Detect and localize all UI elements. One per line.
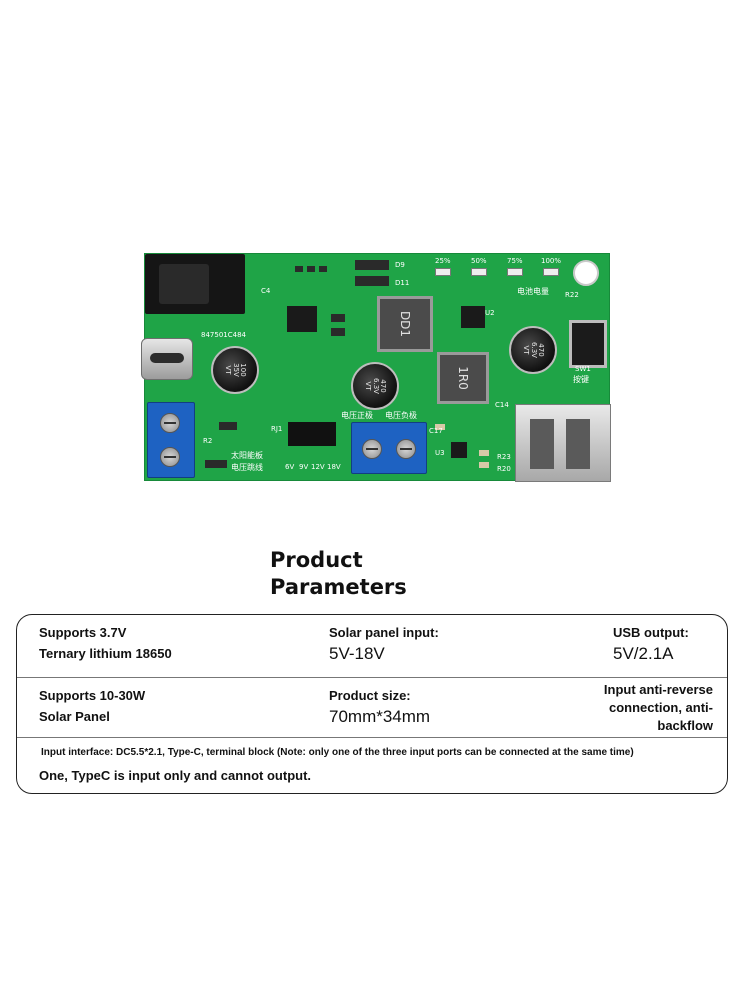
solar-input-label: Solar panel input:	[329, 625, 439, 640]
parameters-panel: Supports 3.7V Ternary lithium 18650 Sola…	[16, 614, 728, 794]
battery-led	[543, 268, 559, 276]
silk-c4: C4	[261, 287, 271, 295]
row-divider	[17, 737, 727, 738]
electrolytic-capacitor: 470 6.3V VT	[509, 326, 557, 374]
push-button	[569, 320, 607, 368]
product-size-label: Product size:	[329, 688, 411, 703]
smd-part	[435, 424, 445, 430]
silk-r2: R2	[203, 437, 213, 445]
protection-line-3: backflow	[657, 718, 713, 733]
silk-chip-code: 847501C484	[201, 331, 246, 339]
battery-led	[435, 268, 451, 276]
ic-chip	[287, 306, 317, 332]
usb-output-label: USB output:	[613, 625, 689, 640]
silk-voltage-negative: 电压负极	[385, 411, 417, 420]
smd-part	[331, 328, 345, 336]
usb-output-value: 5V/2.1A	[613, 644, 674, 663]
silk-50: 50%	[471, 257, 487, 265]
smd-part	[295, 266, 303, 272]
terminal-screw	[160, 413, 180, 433]
silk-voltage-positive: 电压正极	[341, 411, 373, 420]
mounting-hole	[573, 260, 599, 286]
silk-battery-level: 电池电量	[517, 287, 549, 296]
silk-u3: U3	[435, 449, 445, 457]
capacitor-label: 470 6.3V VT	[522, 342, 546, 358]
silk-key: 按键	[573, 375, 589, 384]
silk-solar-panel: 太阳能板	[231, 451, 263, 460]
row2-left: Supports 10-30W Solar Panel	[39, 687, 145, 726]
battery-terminal-block	[351, 422, 427, 474]
input-interface-note: Input interface: DC5.5*2.1, Type-C, term…	[41, 747, 634, 758]
silk-sw1: SW1	[575, 365, 591, 373]
pcb-board: 100 35V VT 470 6.3V VT 470 6.3V VT DD1 1…	[141, 253, 611, 482]
smd-part	[479, 462, 489, 468]
smd-part	[205, 460, 227, 468]
silk-u2: U2	[485, 309, 495, 317]
silk-voltage-jumper: 电压跳线	[231, 463, 263, 472]
silk-c17: C17	[429, 427, 443, 435]
power-inductor: 1R0	[437, 352, 489, 404]
protection-line-2: connection, anti-	[609, 700, 713, 715]
row-divider	[17, 677, 727, 678]
silk-c14: C14	[495, 401, 509, 409]
silk-75: 75%	[507, 257, 523, 265]
inductor-label: 1R0	[456, 366, 470, 390]
solar-panel-support-line-2: Solar Panel	[39, 709, 110, 724]
silk-12v: 12V	[311, 463, 325, 471]
diode	[355, 276, 389, 286]
electrolytic-capacitor: 100 35V VT	[211, 346, 259, 394]
battery-led	[471, 268, 487, 276]
dc-jack	[145, 254, 245, 314]
silk-d11: D11	[395, 279, 410, 287]
silk-r20: R20	[497, 465, 511, 473]
diode	[355, 260, 389, 270]
smd-part	[331, 314, 345, 322]
type-c-port	[141, 338, 193, 380]
smd-part	[319, 266, 327, 272]
smd-part	[219, 422, 237, 430]
silk-100: 100%	[541, 257, 562, 265]
capacitor-label: 470 6.3V VT	[364, 378, 388, 394]
silk-25: 25%	[435, 257, 451, 265]
row1-left: Supports 3.7V Ternary lithium 18650	[39, 624, 172, 663]
smd-part	[307, 266, 315, 272]
row2-mid: Product size: 70mm*34mm	[329, 687, 430, 728]
battery-led	[507, 268, 523, 276]
terminal-screw	[362, 439, 382, 459]
input-terminal-block	[147, 402, 195, 478]
row1-right: USB output: 5V/2.1A	[613, 624, 689, 665]
battery-support-line-2: Ternary lithium 18650	[39, 646, 172, 661]
voltage-jumper-header	[288, 422, 336, 446]
terminal-screw	[396, 439, 416, 459]
title-line-2: Parameters	[270, 575, 407, 599]
title-line-1: Product	[270, 548, 363, 572]
electrolytic-capacitor: 470 6.3V VT	[351, 362, 399, 410]
row2-right: Input anti-reverse connection, anti- bac…	[604, 681, 713, 735]
battery-support-line-1: Supports 3.7V	[39, 625, 127, 640]
row1-mid: Solar panel input: 5V-18V	[329, 624, 439, 665]
silk-r23: R23	[497, 453, 511, 461]
solar-panel-support-line-1: Supports 10-30W	[39, 688, 146, 703]
ic-chip	[451, 442, 467, 458]
power-inductor: DD1	[377, 296, 433, 352]
silk-rj1: RJ1	[271, 425, 283, 433]
silk-6v: 6V	[285, 463, 295, 471]
solar-input-value: 5V-18V	[329, 644, 385, 663]
ic-chip	[461, 306, 485, 328]
silk-d9: D9	[395, 261, 405, 269]
section-title: Product Parameters	[270, 547, 490, 601]
inductor-label: DD1	[398, 310, 412, 338]
usb-port	[515, 404, 611, 482]
product-size-value: 70mm*34mm	[329, 707, 431, 726]
terminal-screw	[160, 447, 180, 467]
protection-line-1: Input anti-reverse	[603, 682, 713, 697]
silk-18v: 18V	[327, 463, 341, 471]
smd-part	[479, 450, 489, 456]
typec-note: One, TypeC is input only and cannot outp…	[39, 768, 312, 783]
silk-r22: R22	[565, 291, 579, 299]
silk-9v: 9V	[299, 463, 309, 471]
capacitor-label: 100 35V VT	[224, 363, 248, 377]
